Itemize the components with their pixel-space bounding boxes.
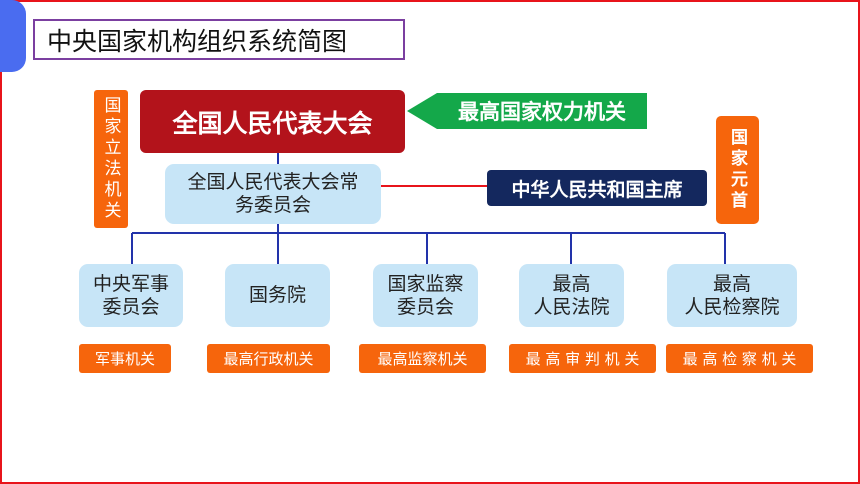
npc-role-label: 最高国家权力机关 — [458, 100, 626, 124]
organ-role-label: 最 高 审 判 机 关 — [509, 344, 656, 373]
legislative-label: 国家立法机关 — [94, 90, 128, 228]
president-box: 中华人民共和国主席 — [487, 170, 707, 206]
head-of-state-label: 国家元首 — [716, 116, 759, 224]
organ-name-line: 最高 — [712, 272, 751, 295]
npc-role-arrow — [407, 93, 647, 129]
organ-box-state-council: 国务院 — [225, 264, 330, 327]
organ-name-line: 委员会 — [102, 295, 160, 318]
standing-committee-line-1: 全国人民代表大会常 — [187, 171, 359, 193]
organ-box-procuratorate: 最高 人民检察院 — [667, 264, 797, 327]
organ-box-supreme-court: 最高 人民法院 — [519, 264, 624, 327]
organ-name-line: 最高 — [552, 272, 591, 295]
organ-name-line: 国务院 — [248, 284, 306, 306]
organ-role-label: 军事机关 — [79, 344, 171, 373]
organ-role-label: 最 高 检 察 机 关 — [666, 344, 813, 373]
organ-role-label: 最高行政机关 — [207, 344, 330, 373]
organ-box-supervision: 国家监察 委员会 — [373, 264, 478, 327]
standing-committee-line-2: 务委员会 — [234, 194, 311, 216]
organ-box-cmc: 中央军事 委员会 — [79, 264, 183, 327]
organ-name-line: 人民检察院 — [684, 295, 780, 318]
slide-title: 中央国家机构组织系统简图 — [33, 19, 405, 60]
organ-name-line: 中央军事 — [92, 272, 169, 295]
left-accent-tab — [0, 0, 26, 72]
organ-role-label: 最高监察机关 — [359, 344, 486, 373]
npc-box: 全国人民代表大会 — [140, 90, 405, 153]
organ-name-line: 人民法院 — [533, 295, 610, 318]
organ-name-line: 委员会 — [396, 295, 454, 318]
organ-name-line: 国家监察 — [387, 272, 464, 295]
standing-committee-box: 全国人民代表大会常 务委员会 — [165, 164, 381, 224]
